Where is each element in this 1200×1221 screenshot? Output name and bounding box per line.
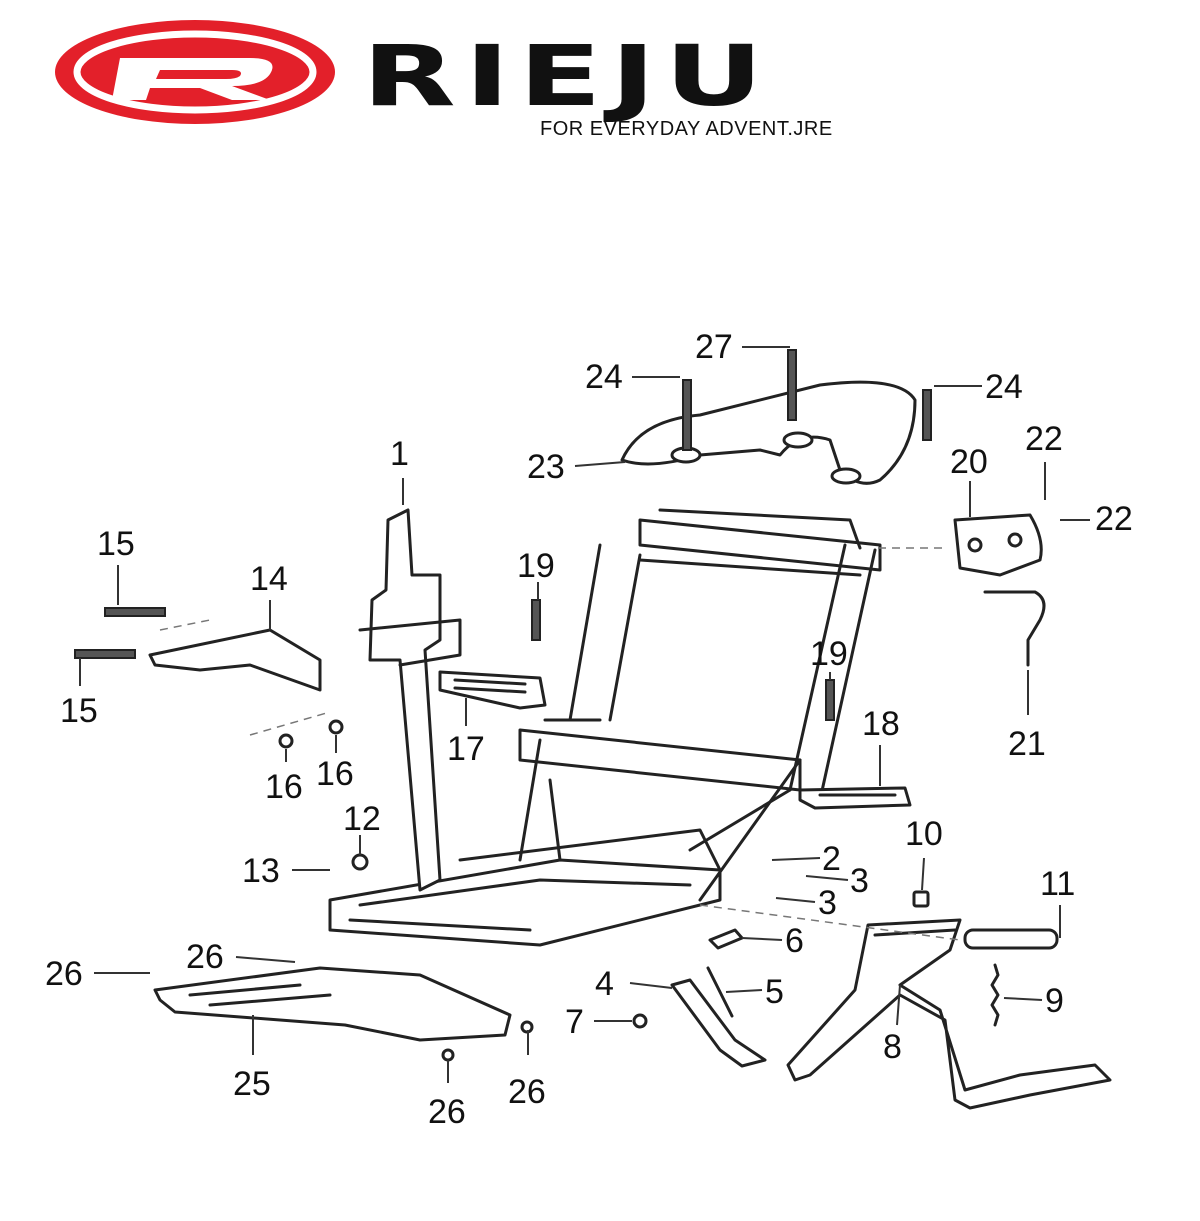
leader-lines bbox=[79, 346, 1090, 1083]
callout-16a: 16 bbox=[265, 768, 303, 806]
callout-6: 6 bbox=[785, 922, 804, 960]
callout-27: 27 bbox=[695, 328, 733, 366]
part-21-lock-cable bbox=[983, 590, 1046, 667]
fasteners bbox=[74, 349, 932, 1062]
callout-2: 2 bbox=[822, 840, 841, 878]
callout-18: 18 bbox=[862, 705, 900, 743]
brand-header: RIEJU FOR EVERYDAY ADVENT.JRE bbox=[0, 0, 1200, 160]
callout-16b: 16 bbox=[316, 755, 354, 793]
part-6-spring-plate bbox=[708, 928, 744, 950]
callout-19b: 19 bbox=[810, 635, 848, 673]
callout-26a: 26 bbox=[45, 955, 83, 993]
callout-22b: 22 bbox=[1095, 500, 1133, 538]
callout-12: 12 bbox=[343, 800, 381, 838]
callout-1: 1 bbox=[390, 435, 409, 473]
part-10-stopper bbox=[912, 890, 930, 908]
callout-14: 14 bbox=[250, 560, 288, 598]
callout-3b: 3 bbox=[818, 884, 837, 922]
callout-7: 7 bbox=[565, 1003, 584, 1041]
callout-24a: 24 bbox=[585, 358, 623, 396]
callout-22a: 22 bbox=[1025, 420, 1063, 458]
part-14-footrest-bracket bbox=[148, 628, 322, 692]
callout-17: 17 bbox=[447, 730, 485, 768]
callout-19a: 19 bbox=[517, 547, 555, 585]
main-frame bbox=[328, 508, 882, 947]
callout-11: 11 bbox=[1040, 865, 1075, 903]
callout-26c: 26 bbox=[508, 1073, 546, 1111]
callout-3a: 3 bbox=[850, 862, 869, 900]
riejus-logo bbox=[55, 20, 335, 124]
part-7-bolt bbox=[632, 1013, 648, 1029]
brand-tagline: FOR EVERYDAY ADVENT.JRE bbox=[540, 118, 833, 140]
callout-15a: 15 bbox=[97, 525, 135, 563]
part-5-side-stand-spring bbox=[706, 966, 734, 1018]
part-20-seat-lock bbox=[953, 513, 1043, 577]
callout-26b: 26 bbox=[186, 938, 224, 976]
part-11-stand-shaft bbox=[963, 928, 1059, 950]
part-1-head-pipe bbox=[358, 508, 462, 892]
callout-20: 20 bbox=[950, 443, 988, 481]
callout-5: 5 bbox=[765, 973, 784, 1011]
callout-26d: 26 bbox=[428, 1093, 466, 1131]
callout-21: 21 bbox=[1008, 725, 1046, 763]
part-25-under-cover bbox=[153, 966, 512, 1042]
callout-4: 4 bbox=[595, 965, 614, 1003]
callout-15b: 15 bbox=[60, 692, 98, 730]
part-18-footrest-right bbox=[798, 786, 912, 810]
brand-wordmark: RIEJU bbox=[362, 27, 773, 125]
callout-24b: 24 bbox=[985, 368, 1023, 406]
assembly-dashed-lines bbox=[159, 547, 961, 941]
callout-9: 9 bbox=[1045, 982, 1064, 1020]
part-9-center-stand-spring bbox=[990, 963, 1000, 1027]
callout-25: 25 bbox=[233, 1065, 271, 1103]
part-17-footrest-left bbox=[438, 670, 547, 710]
part-4-side-stand bbox=[670, 978, 767, 1068]
callout-8: 8 bbox=[883, 1028, 902, 1066]
part-23-rear-carrier bbox=[620, 380, 917, 485]
callout-labels: 1 2 3 3 4 5 6 7 8 9 10 11 12 13 14 15 15… bbox=[45, 328, 1133, 1131]
callout-10: 10 bbox=[905, 815, 943, 853]
callout-23: 23 bbox=[527, 448, 565, 486]
callout-13: 13 bbox=[242, 852, 280, 890]
